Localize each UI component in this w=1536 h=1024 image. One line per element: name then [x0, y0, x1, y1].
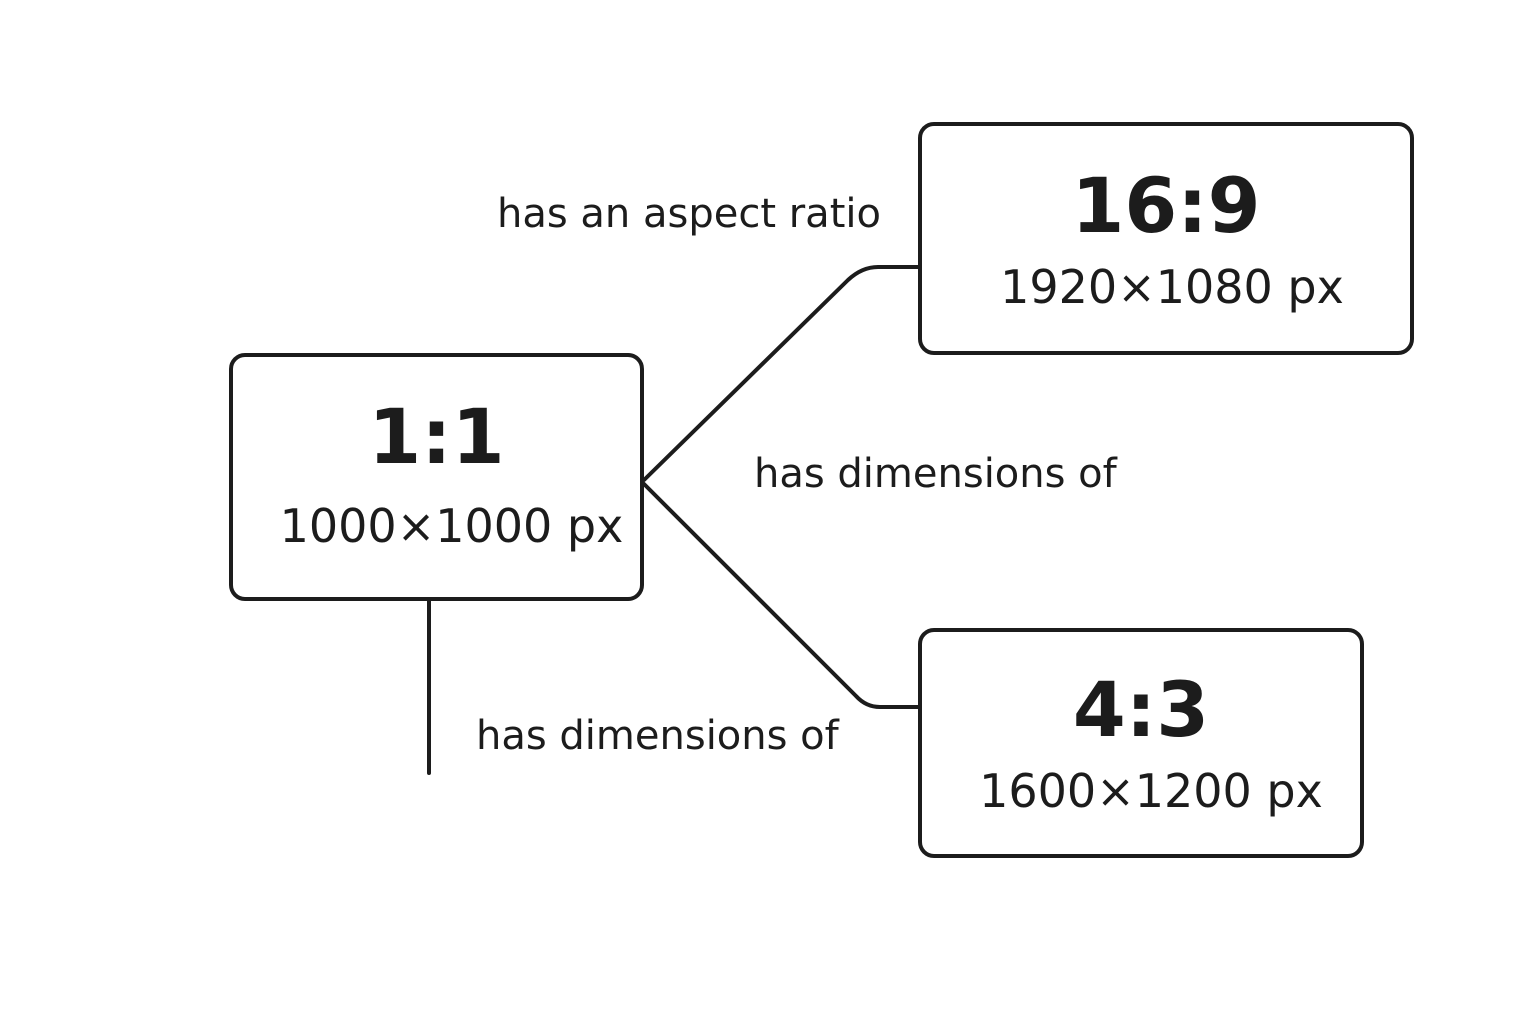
- node-dimensions-label: 1000×1000 px: [279, 499, 624, 553]
- node-dimensions-label: 1920×1080 px: [1000, 260, 1344, 314]
- node-ratio-label: 4:3: [1072, 665, 1210, 754]
- node-dimensions-label: 1600×1200 px: [979, 764, 1323, 818]
- node-4-3: 4:3 1600×1200 px: [918, 628, 1364, 858]
- node-1-1: 1:1 1000×1000 px: [229, 353, 644, 601]
- node-ratio-label: 1:1: [368, 392, 505, 481]
- edge-label-aspect-ratio: has an aspect ratio: [497, 191, 881, 237]
- node-16-9: 16:9 1920×1080 px: [918, 122, 1414, 355]
- connector-square-to-standard: [642, 482, 922, 709]
- node-ratio-label: 16:9: [1071, 161, 1261, 250]
- connector-square-to-wide: [642, 265, 922, 482]
- edge-label-dimensions-middle: has dimensions of: [754, 451, 1117, 497]
- edge-label-dimensions-bottom: has dimensions of: [476, 713, 839, 759]
